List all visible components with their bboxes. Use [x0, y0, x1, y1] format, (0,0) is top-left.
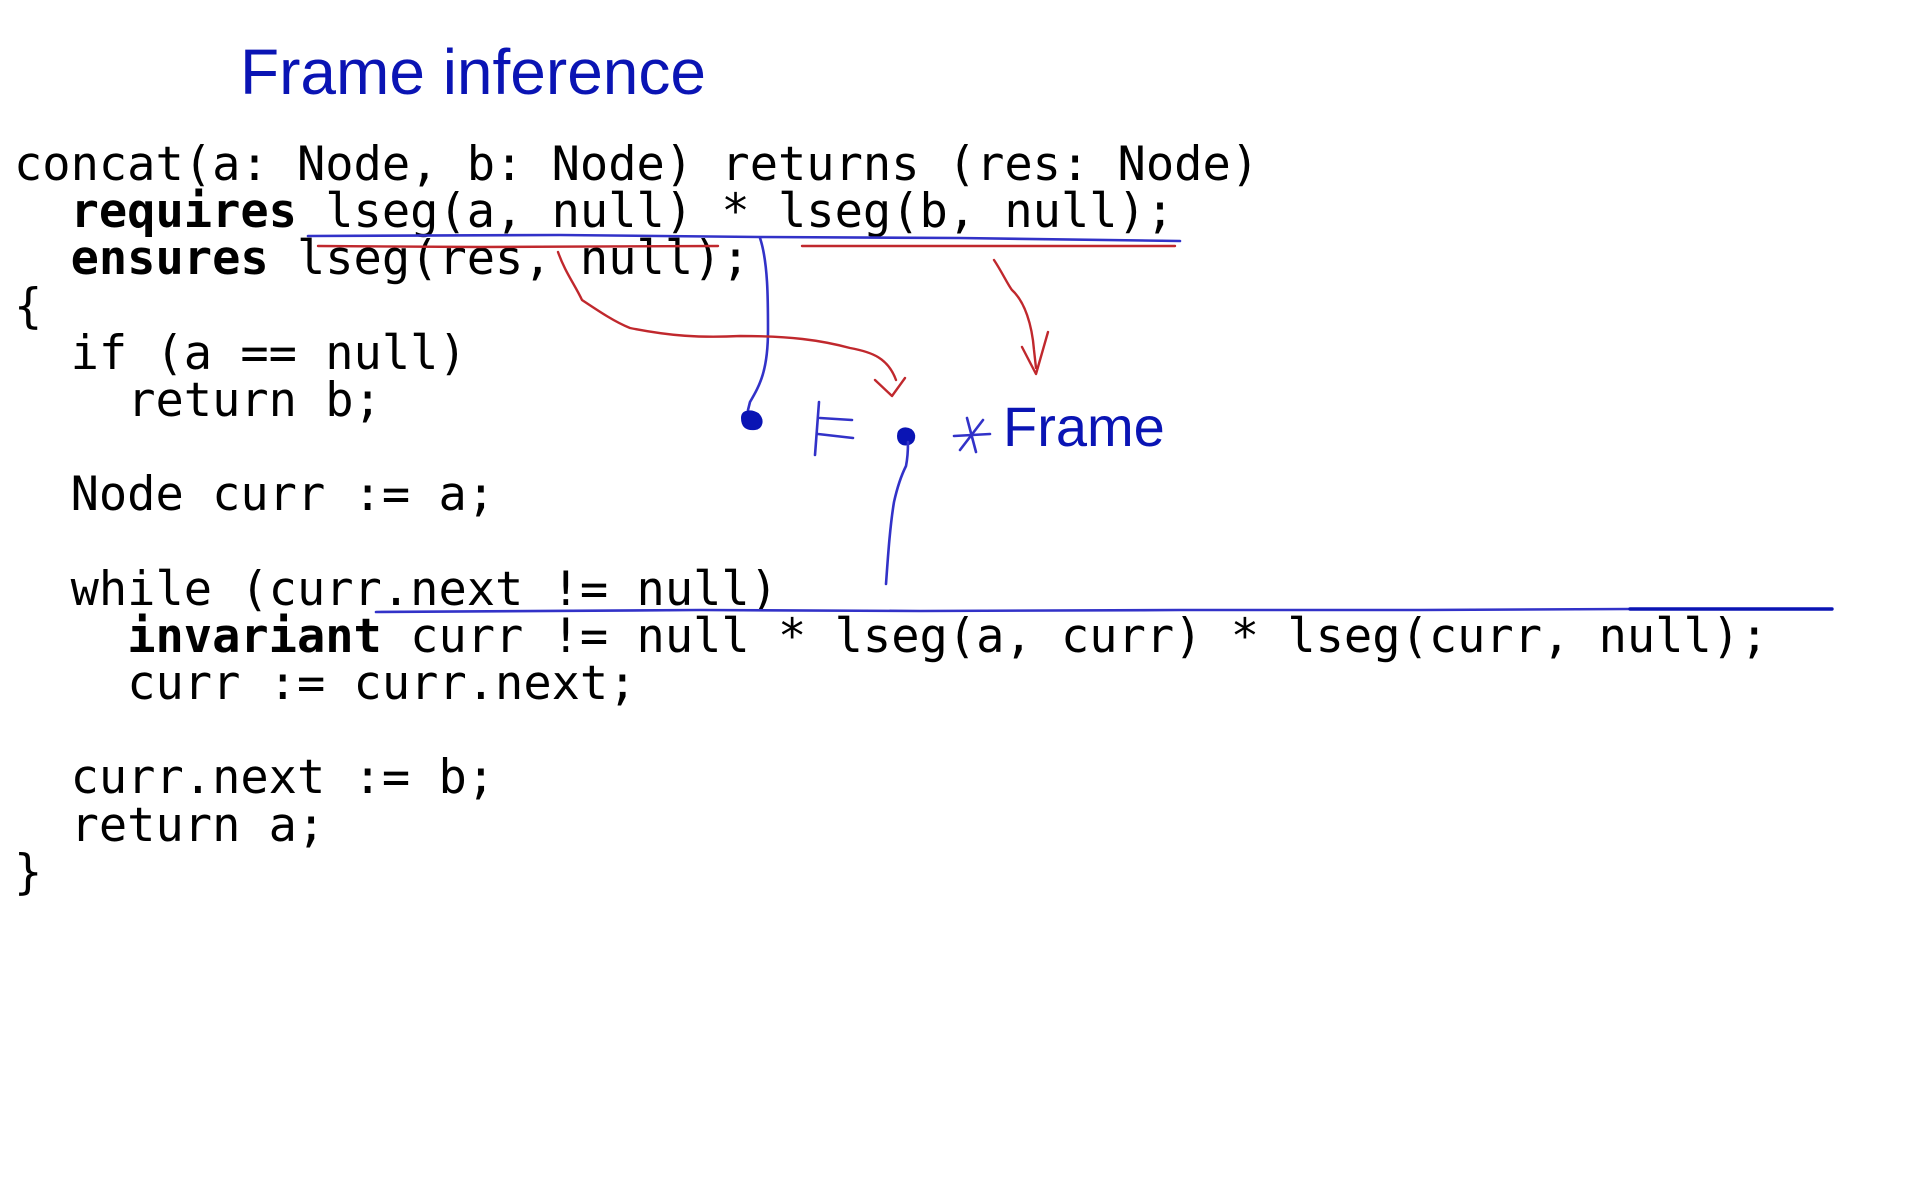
- code-line-assign: curr.next := b;: [14, 754, 1768, 801]
- invariant-keyword: invariant: [127, 608, 382, 664]
- slide-title: Frame inference: [240, 36, 706, 108]
- if-statement: if (a == null): [70, 325, 467, 381]
- code-line-blank: [14, 707, 1768, 754]
- invariant-clause: curr != null * lseg(a, curr) * lseg(curr…: [381, 608, 1769, 664]
- code-line-return-b: return b;: [14, 377, 1768, 424]
- code-line-signature: concat(a: Node, b: Node) returns (res: N…: [14, 141, 1768, 188]
- curr-declaration: Node curr := a;: [70, 467, 496, 523]
- code-line-while: while (curr.next != null): [14, 566, 1768, 613]
- frame-label: Frame: [1003, 395, 1165, 458]
- code-line-blank: [14, 519, 1768, 566]
- return-b-statement: return b;: [127, 372, 382, 428]
- code-line-return-a: return a;: [14, 802, 1768, 849]
- open-brace: {: [14, 278, 43, 334]
- code-line-loop-body: curr := curr.next;: [14, 660, 1768, 707]
- ensures-clause: lseg(res, null);: [268, 231, 750, 287]
- code-line-decl: Node curr := a;: [14, 471, 1768, 518]
- code-line-invariant: invariant curr != null * lseg(a, curr) *…: [14, 613, 1768, 660]
- while-header: while (curr.next != null): [70, 561, 779, 617]
- code-line-close-brace: }: [14, 849, 1768, 896]
- code-line-blank: [14, 424, 1768, 471]
- close-brace: }: [14, 844, 43, 900]
- code-line-ensures: ensures lseg(res, null);: [14, 235, 1768, 282]
- code-line-open-brace: {: [14, 282, 1768, 330]
- next-assignment: curr.next := b;: [70, 750, 496, 806]
- code-block: concat(a: Node, b: Node) returns (res: N…: [14, 141, 1768, 896]
- requires-keyword: requires: [70, 184, 297, 240]
- code-line-requires: requires lseg(a, null) * lseg(b, null);: [14, 188, 1768, 235]
- ensures-keyword: ensures: [70, 231, 269, 287]
- return-a-statement: return a;: [70, 797, 326, 853]
- requires-clause: lseg(a, null) * lseg(b, null);: [296, 184, 1175, 240]
- loop-body-statement: curr := curr.next;: [127, 656, 637, 712]
- signature-text: concat(a: Node, b: Node) returns (res: N…: [14, 137, 1260, 192]
- code-line-if: if (a == null): [14, 330, 1768, 377]
